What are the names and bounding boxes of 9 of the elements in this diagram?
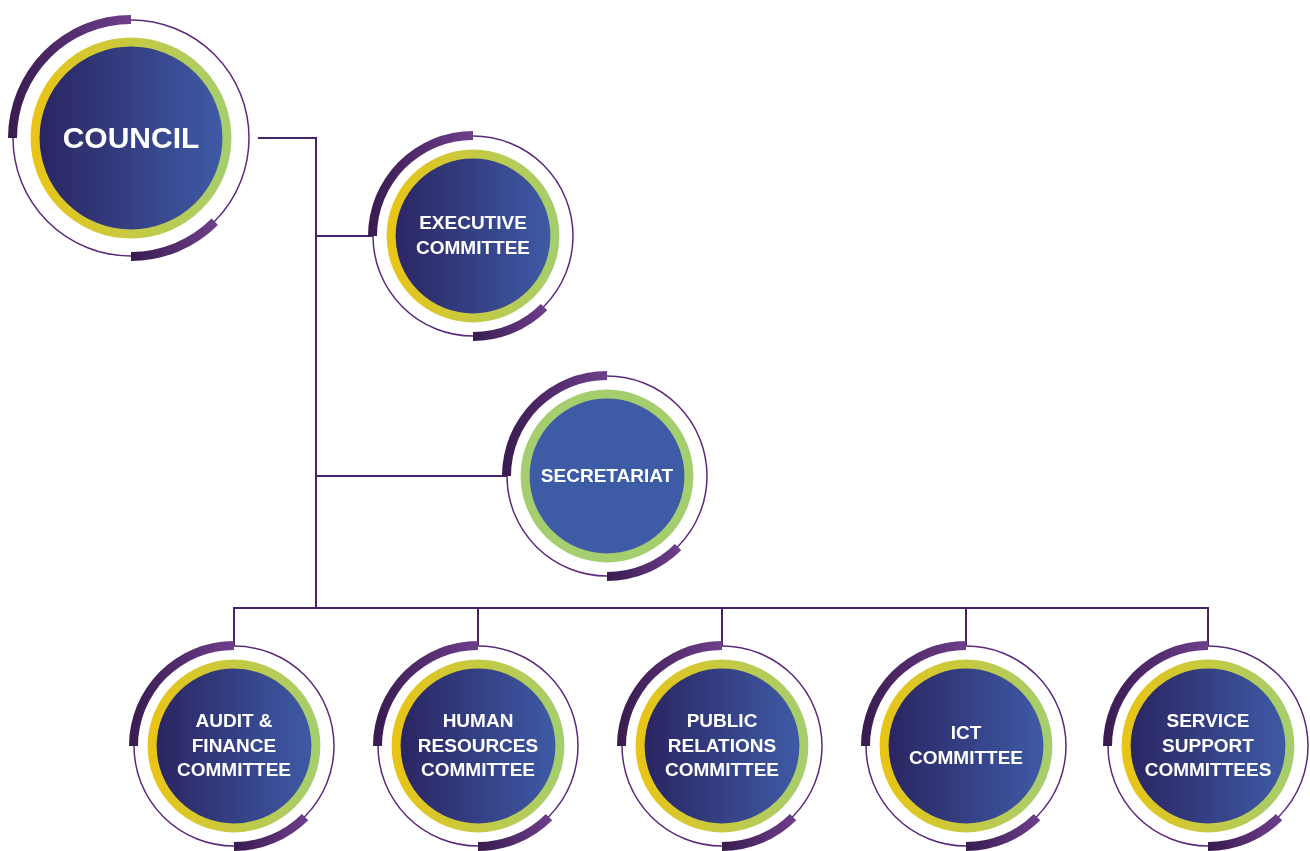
node-label: SERVICE SUPPORT COMMITTEES [1143,708,1273,783]
node-label: AUDIT & FINANCE COMMITTEE [176,708,292,783]
node-label: EXECUTIVE COMMITTEE [415,211,531,260]
node-label: HUMAN RESOURCES COMMITTEE [416,708,540,783]
node-label: ICT COMMITTEE [908,721,1024,770]
node-label: SECRETARIAT [540,463,674,488]
circle-node [1103,641,1310,851]
node-label: COUNCIL [62,120,200,157]
node-label: PUBLIC RELATIONS COMMITTEE [664,708,780,783]
